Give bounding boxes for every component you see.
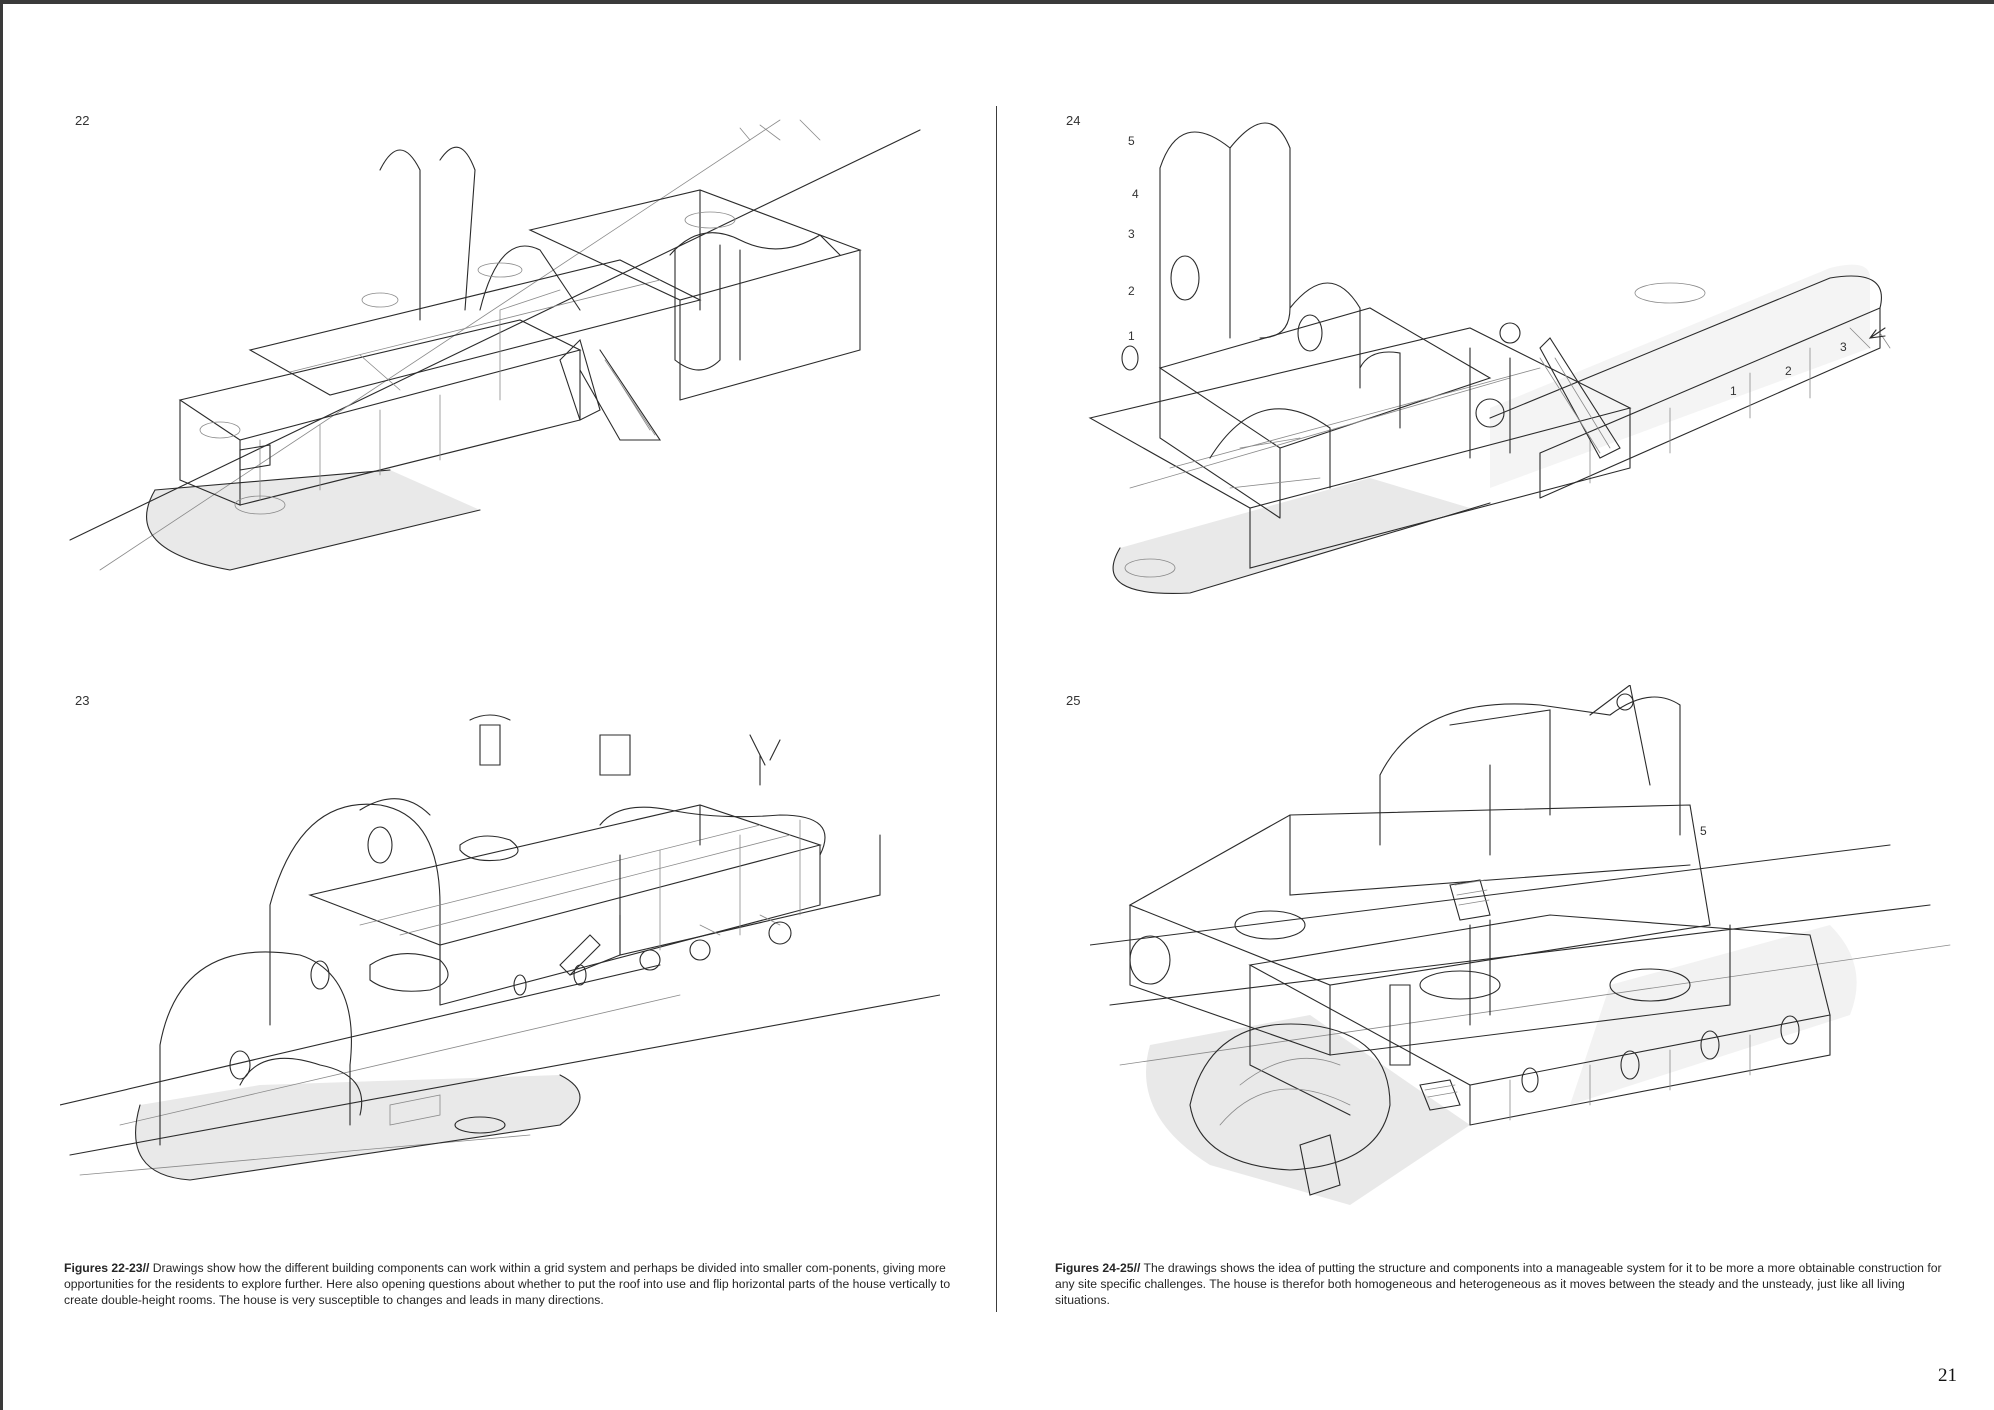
figure-24-floor-mark-3: 3: [1840, 340, 1847, 354]
left-frame-border: [0, 0, 3, 1410]
figure-22-sketch: [60, 110, 940, 600]
figure-25-number: 25: [1066, 693, 1081, 708]
figure-25-mark: 5: [1700, 824, 1707, 838]
figure-24-sketch: 5 4 3 2 1 1 2 3: [1070, 108, 1970, 608]
figure-23-number: 23: [75, 693, 90, 708]
figure-25-sketch: 5: [1090, 685, 1970, 1210]
figure-24-mark-4: 4: [1132, 187, 1139, 201]
figure-24-floor-mark-1: 1: [1730, 384, 1737, 398]
figure-24-mark-3: 3: [1128, 227, 1135, 241]
caption-figures-24-25: Figures 24-25// The drawings shows the i…: [1055, 1260, 1945, 1308]
page-number: 21: [1938, 1365, 1957, 1386]
caption-right-text: The drawings shows the idea of putting t…: [1055, 1261, 1942, 1307]
figure-23-sketch: [60, 705, 940, 1195]
figure-24-mark-2: 2: [1128, 284, 1135, 298]
caption-left-label: Figures 22-23//: [64, 1261, 150, 1275]
column-divider: [996, 106, 997, 1312]
figure-24-floor-mark-2: 2: [1785, 364, 1792, 378]
figure-24-mark-1: 1: [1128, 329, 1135, 343]
figure-24-number: 24: [1066, 113, 1081, 128]
caption-right-label: Figures 24-25//: [1055, 1261, 1141, 1275]
top-frame-border: [0, 0, 1994, 4]
caption-figures-22-23: Figures 22-23// Drawings show how the di…: [64, 1260, 954, 1308]
figure-24-mark-5: 5: [1128, 134, 1135, 148]
figure-22-number: 22: [75, 113, 90, 128]
caption-left-text: Drawings show how the different building…: [64, 1261, 951, 1307]
